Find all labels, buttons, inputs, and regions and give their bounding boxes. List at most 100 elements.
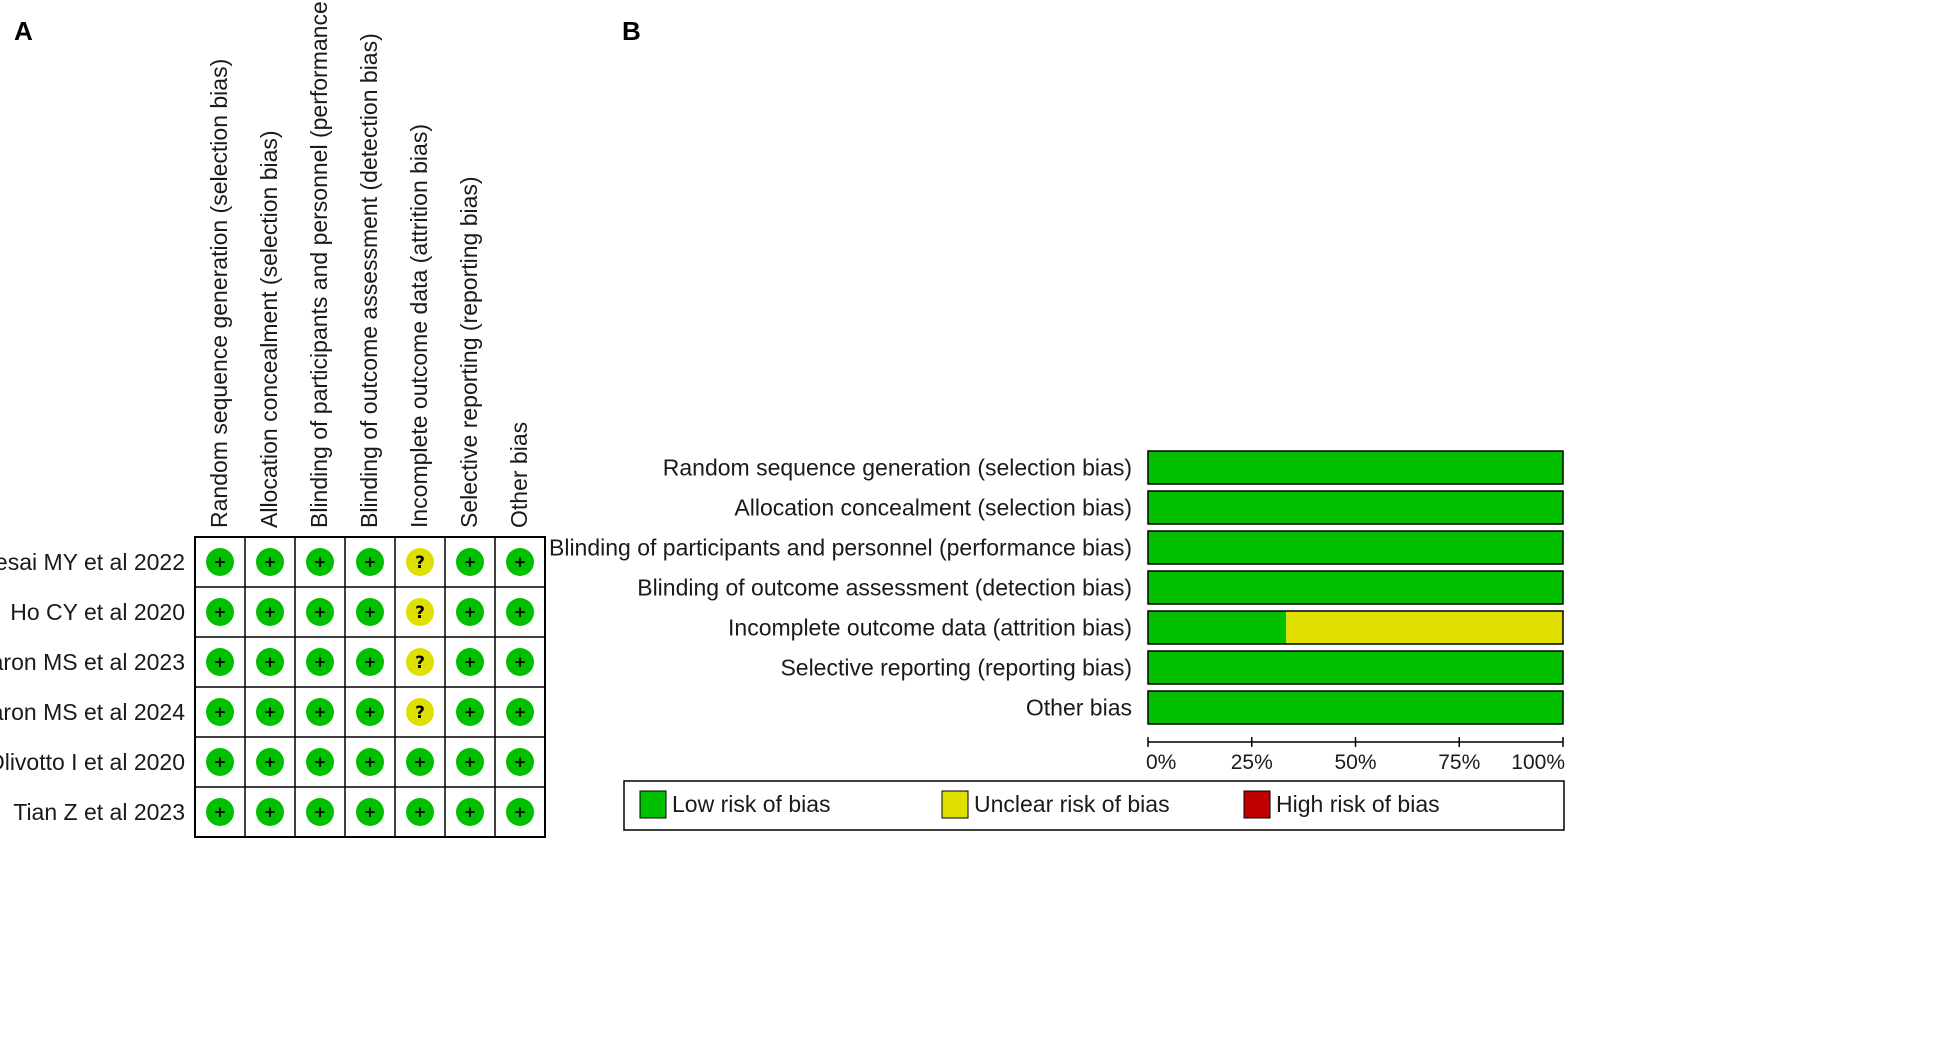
- bar-outline: [1147, 690, 1564, 725]
- bar-category-label: Random sequence generation (selection bi…: [663, 455, 1132, 481]
- rating-circle-low: [506, 698, 534, 726]
- rating-circle-unclear: [406, 598, 434, 626]
- rating-circle-low: [456, 698, 484, 726]
- rating-symbol: +: [464, 653, 477, 671]
- rating-symbol: +: [364, 703, 377, 721]
- x-tick-label: 25%: [1231, 751, 1273, 774]
- rating-circle-low: [456, 548, 484, 576]
- rating-circle-low: [256, 598, 284, 626]
- rating-symbol: ?: [415, 603, 425, 623]
- rating-circle-low: [506, 798, 534, 826]
- rating-circle-low: [506, 598, 534, 626]
- legend-swatch-low: [639, 790, 667, 819]
- rating-circle-low: [356, 598, 384, 626]
- rating-symbol: +: [314, 703, 327, 721]
- rating-circle-low: [206, 698, 234, 726]
- domain-column-header: Incomplete outcome data (attrition bias): [406, 124, 432, 528]
- rating-symbol: +: [264, 803, 277, 821]
- rating-symbol: +: [314, 553, 327, 571]
- rating-symbol: ?: [415, 553, 425, 573]
- panel-a-letter: A: [14, 16, 33, 46]
- bar-category-label: Incomplete outcome data (attrition bias): [728, 615, 1132, 641]
- bar-outline: [1147, 570, 1564, 605]
- rating-circle-low: [456, 798, 484, 826]
- rating-symbol: +: [514, 753, 527, 771]
- bar-segment-low: [1148, 651, 1563, 684]
- bar-segment-low: [1148, 611, 1287, 644]
- bar-outline: [1147, 530, 1564, 565]
- rating-symbol: +: [414, 803, 427, 821]
- rating-circle-low: [256, 698, 284, 726]
- rating-symbol: +: [464, 703, 477, 721]
- bar-category-label: Selective reporting (reporting bias): [780, 655, 1132, 681]
- rating-circle-unclear: [406, 698, 434, 726]
- rating-circle-low: [206, 648, 234, 676]
- rating-symbol: +: [514, 603, 527, 621]
- bar-category-label: Other bias: [1026, 695, 1132, 721]
- bar-segment-low: [1148, 451, 1563, 484]
- rating-circle-low: [256, 648, 284, 676]
- rating-circle-low: [356, 648, 384, 676]
- legend-label: High risk of bias: [1276, 791, 1440, 817]
- rating-circle-low: [256, 798, 284, 826]
- rating-circle-low: [506, 748, 534, 776]
- rating-circle-low: [356, 548, 384, 576]
- bar-segment-low: [1148, 691, 1563, 724]
- rating-symbol: +: [364, 553, 377, 571]
- rating-circle-low: [256, 548, 284, 576]
- domain-column-header: Selective reporting (reporting bias): [456, 176, 482, 528]
- domain-column-header: Other bias: [506, 422, 532, 528]
- bar-outline: [1147, 490, 1564, 525]
- legend-label: Unclear risk of bias: [974, 791, 1170, 817]
- x-tick-label: 75%: [1438, 751, 1480, 774]
- rating-symbol: +: [364, 803, 377, 821]
- study-label: Maron MS et al 2023: [0, 649, 185, 675]
- rating-symbol: +: [514, 553, 527, 571]
- panel-a-summary: A Random sequence generation (selection b…: [0, 0, 546, 838]
- legend: Low risk of bias Unclear risk of bias High…: [623, 780, 1565, 831]
- rating-symbol: +: [314, 803, 327, 821]
- rating-circle-low: [306, 548, 334, 576]
- rating-circle-low: [506, 548, 534, 576]
- rating-circle-unclear: [406, 548, 434, 576]
- rating-symbol: +: [214, 603, 227, 621]
- study-label: Desai MY et al 2022: [0, 549, 185, 575]
- rating-circle-low: [506, 648, 534, 676]
- rating-symbol: +: [414, 753, 427, 771]
- domain-column-header: Blinding of outcome assessment (detectio…: [356, 33, 382, 528]
- rating-symbol: +: [214, 703, 227, 721]
- study-label: Maron MS et al 2024: [0, 699, 185, 725]
- rating-symbol: +: [214, 553, 227, 571]
- legend-swatch-unclear: [941, 790, 969, 819]
- rating-symbol: +: [214, 803, 227, 821]
- rating-circle-low: [206, 598, 234, 626]
- legend-label: Low risk of bias: [672, 791, 831, 817]
- domain-column-header: Blinding of participants and personnel (…: [306, 0, 332, 528]
- rating-symbol: ?: [415, 653, 425, 673]
- rating-circle-unclear: [406, 648, 434, 676]
- bar-category-label: Allocation concealment (selection bias): [734, 495, 1132, 521]
- bar-outline: [1147, 610, 1564, 645]
- rating-symbol: +: [464, 553, 477, 571]
- rating-symbol: +: [364, 603, 377, 621]
- study-label: Ho CY et al 2020: [10, 599, 185, 625]
- rating-circle-low: [306, 598, 334, 626]
- bar-segment-low: [1148, 571, 1563, 604]
- rating-symbol: +: [264, 553, 277, 571]
- domain-column-header: Random sequence generation (selection bi…: [206, 59, 232, 528]
- legend-swatch-high: [1243, 790, 1271, 819]
- rating-symbol: +: [264, 653, 277, 671]
- rating-circle-low: [206, 798, 234, 826]
- rating-circle-low: [456, 748, 484, 776]
- rating-symbol: ?: [415, 703, 425, 723]
- rating-circle-low: [356, 748, 384, 776]
- x-tick-label: 50%: [1334, 751, 1376, 774]
- rating-circle-low: [406, 748, 434, 776]
- rating-symbol: +: [264, 603, 277, 621]
- rating-symbol: +: [214, 653, 227, 671]
- rating-symbol: +: [464, 603, 477, 621]
- rating-symbol: +: [464, 753, 477, 771]
- rating-circle-low: [306, 698, 334, 726]
- bar-segment-unclear: [1286, 611, 1563, 644]
- bar-outline: [1147, 650, 1564, 685]
